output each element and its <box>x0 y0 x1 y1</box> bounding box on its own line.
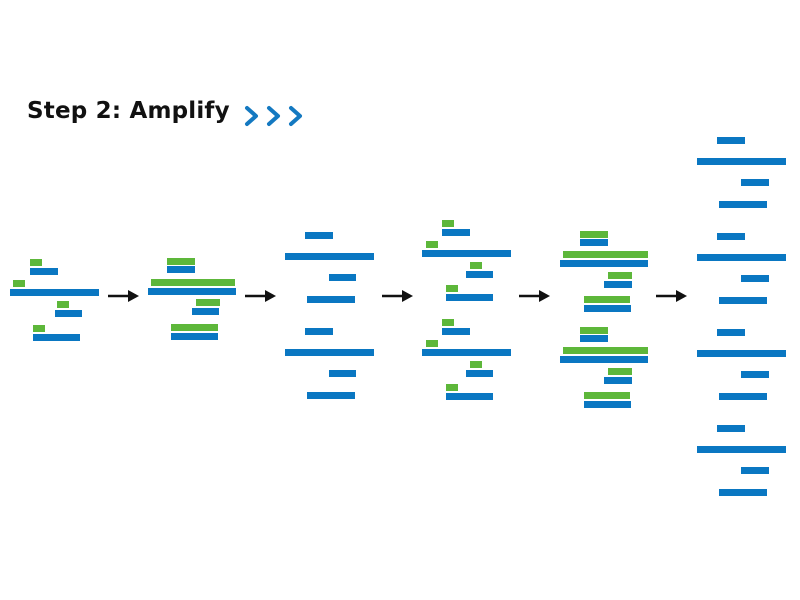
dna-strand-bar <box>329 274 356 281</box>
dna-strand-bar <box>697 350 786 357</box>
primer-bar <box>446 285 458 292</box>
triple-chevron-right-icon <box>245 106 302 126</box>
dna-strand-bar <box>580 335 608 342</box>
primer-bar <box>426 241 438 248</box>
dna-strand-bar <box>580 239 608 246</box>
primer-bar <box>33 325 45 332</box>
dna-strand-bar <box>10 289 99 296</box>
primer-bar <box>426 340 438 347</box>
dna-strand-bar <box>584 401 631 408</box>
dna-strand-bar <box>55 310 82 317</box>
primer-bar <box>563 347 648 354</box>
dna-strand-bar <box>305 232 333 239</box>
dna-strand-bar <box>697 446 786 453</box>
dna-strand-bar <box>719 489 767 496</box>
dna-strand-bar <box>717 329 745 336</box>
chevron-right-icon <box>245 106 258 126</box>
dna-strand-bar <box>307 296 355 303</box>
dna-strand-bar <box>604 281 632 288</box>
dna-strand-bar <box>719 393 767 400</box>
primer-bar <box>608 272 632 279</box>
dna-strand-bar <box>446 294 493 301</box>
arrow-right-icon <box>519 290 550 302</box>
dna-strand-bar <box>148 288 236 295</box>
primer-bar <box>13 280 25 287</box>
page-title: Step 2: Amplify <box>27 98 230 124</box>
arrow-right-icon <box>382 290 413 302</box>
dna-strand-bar <box>741 467 769 474</box>
dna-strand-bar <box>741 275 769 282</box>
primer-bar <box>196 299 220 306</box>
arrow-right-icon <box>108 290 139 302</box>
primer-bar <box>470 262 482 269</box>
dna-strand-bar <box>604 377 632 384</box>
primer-bar <box>442 319 454 326</box>
dna-strand-bar <box>697 158 786 165</box>
primer-bar <box>30 259 42 266</box>
primer-bar <box>470 361 482 368</box>
dna-strand-bar <box>584 305 631 312</box>
dna-strand-bar <box>719 201 767 208</box>
primer-bar <box>584 392 630 399</box>
dna-strand-bar <box>442 229 470 236</box>
dna-strand-bar <box>717 137 745 144</box>
primer-bar <box>608 368 632 375</box>
chevron-right-icon <box>267 106 280 126</box>
dna-strand-bar <box>422 250 511 257</box>
dna-strand-bar <box>741 371 769 378</box>
dna-strand-bar <box>305 328 333 335</box>
primer-bar <box>580 231 608 238</box>
dna-strand-bar <box>560 260 648 267</box>
primer-bar <box>563 251 648 258</box>
primer-bar <box>151 279 235 286</box>
dna-strand-bar <box>560 356 648 363</box>
dna-strand-bar <box>171 333 218 340</box>
primer-bar <box>580 327 608 334</box>
dna-strand-bar <box>307 392 355 399</box>
chevron-right-icon <box>289 106 302 126</box>
dna-strand-bar <box>33 334 80 341</box>
primer-bar <box>57 301 69 308</box>
primer-bar <box>171 324 218 331</box>
primer-bar <box>584 296 630 303</box>
primer-bar <box>167 258 195 265</box>
primer-bar <box>442 220 454 227</box>
dna-strand-bar <box>741 179 769 186</box>
dna-strand-bar <box>442 328 470 335</box>
dna-strand-bar <box>697 254 786 261</box>
dna-strand-bar <box>717 425 745 432</box>
dna-strand-bar <box>30 268 58 275</box>
dna-strand-bar <box>446 393 493 400</box>
primer-bar <box>446 384 458 391</box>
dna-strand-bar <box>329 370 356 377</box>
dna-strand-bar <box>285 349 374 356</box>
dna-strand-bar <box>167 266 195 273</box>
dna-strand-bar <box>717 233 745 240</box>
dna-strand-bar <box>285 253 374 260</box>
dna-strand-bar <box>466 370 493 377</box>
dna-strand-bar <box>192 308 219 315</box>
dna-strand-bar <box>466 271 493 278</box>
arrow-right-icon <box>245 290 276 302</box>
dna-strand-bar <box>719 297 767 304</box>
arrow-right-icon <box>656 290 687 302</box>
dna-strand-bar <box>422 349 511 356</box>
